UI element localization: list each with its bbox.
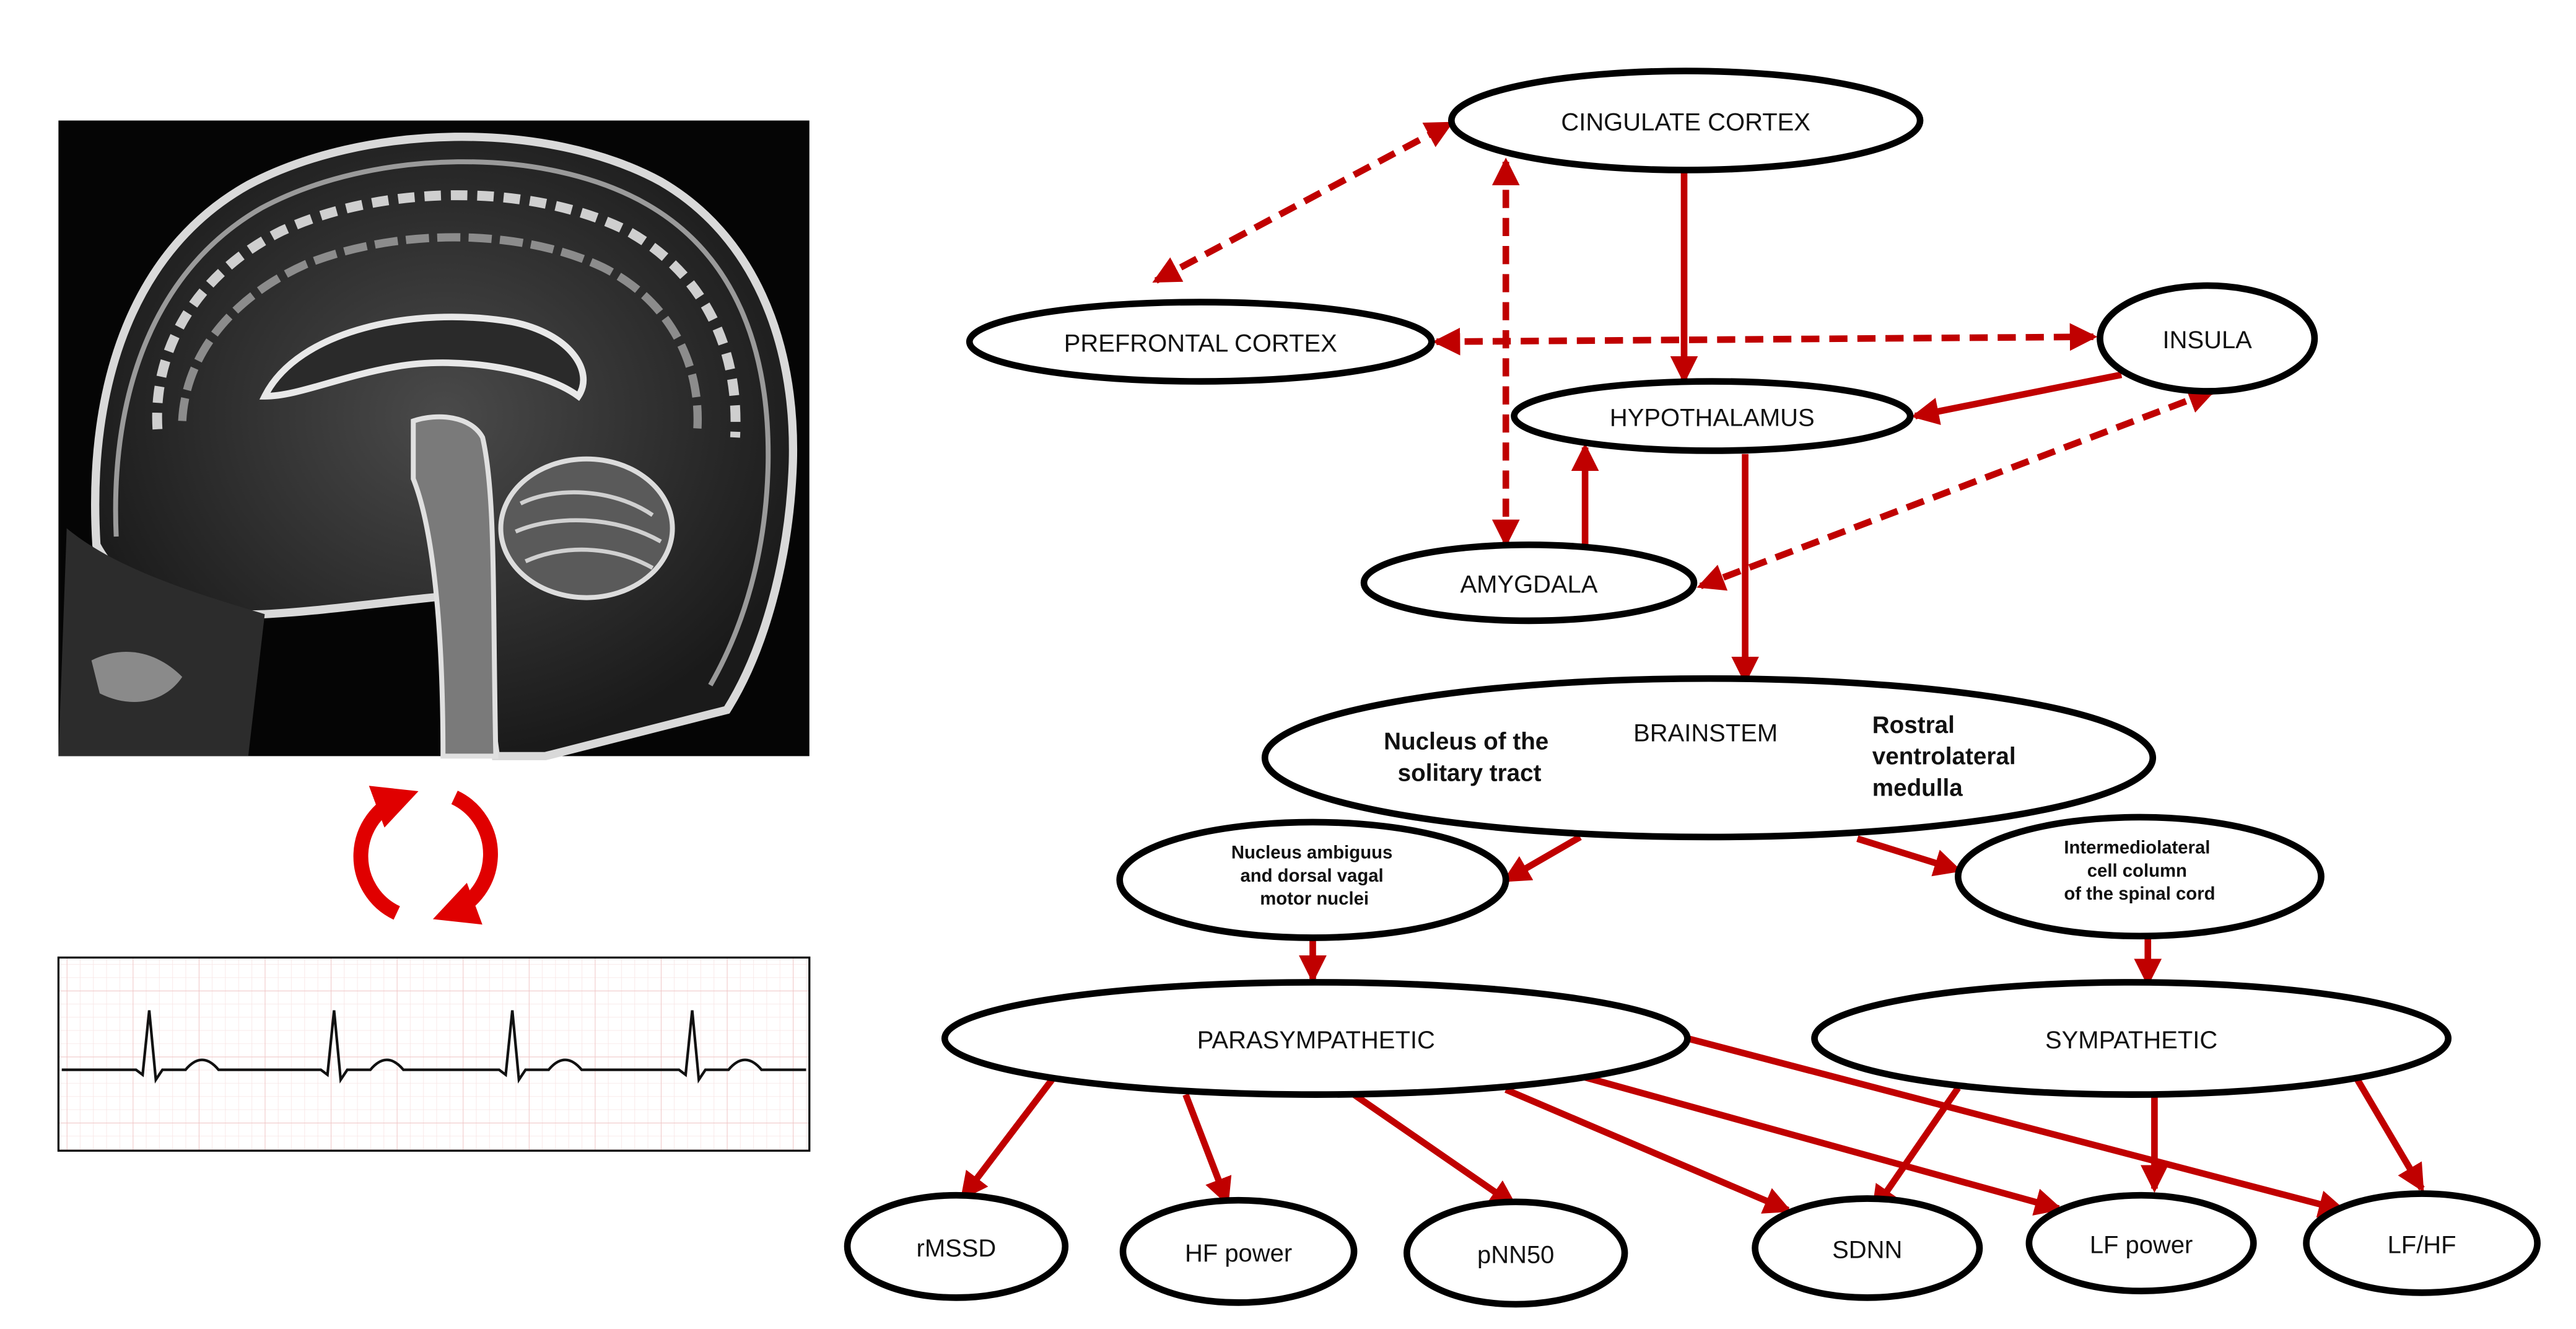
- label-pnn50: pNN50: [1477, 1241, 1554, 1268]
- node-cingulate-cortex: [1447, 68, 1924, 173]
- label-hf-power: HF power: [1185, 1240, 1292, 1267]
- label-iml: Intermediolateral cell column of the spi…: [2064, 838, 2215, 905]
- node-hf-power: [1119, 1196, 1358, 1306]
- ecg-waveform: [61, 1010, 806, 1084]
- arrow-insula-amygdala: [1696, 387, 2216, 591]
- label-lf-power: LF power: [2090, 1231, 2193, 1258]
- label-nucleus-ambiguus: Nucleus ambiguus and dorsal vagal motor …: [1231, 843, 1398, 910]
- node-amygdala: [1360, 541, 1698, 625]
- node-sdnn: [1752, 1195, 1983, 1301]
- arrow-prefrontal-cingulate: [1152, 121, 1454, 284]
- label-rmssd: rMSSD: [917, 1235, 997, 1262]
- arrow-para-sdnn: [1504, 1086, 1792, 1214]
- label-cingulate-cortex: CINGULATE CORTEX: [1561, 109, 1810, 136]
- node-sympathetic: [1811, 979, 2452, 1098]
- node-brainstem: [1261, 675, 2157, 841]
- label-prefrontal-cortex: PREFRONTAL CORTEX: [1064, 330, 1337, 357]
- arrow-para-lf: [1581, 1073, 2063, 1216]
- label-parasympathetic: PARASYMPATHETIC: [1197, 1027, 1435, 1054]
- node-insula: [2097, 282, 2318, 395]
- mri-brain-image: [58, 120, 810, 761]
- arrow-para-pnn50: [1352, 1092, 1518, 1208]
- node-nucleus-ambiguus: [1116, 818, 1509, 941]
- arrow-para-hf: [1182, 1093, 1232, 1206]
- node-lf-power: [2025, 1191, 2257, 1295]
- arrow-brainstem-nucleus-ambiguus: [1502, 834, 1582, 883]
- circular-arrows-icon: [353, 786, 498, 925]
- arrow-symp-lfhf: [2354, 1077, 2425, 1193]
- ecg-trace-strip: [57, 956, 811, 1152]
- connection-arrows: [960, 121, 2425, 1218]
- node-labels: CINGULATE CORTEX PREFRONTAL CORTEX INSUL…: [917, 109, 2456, 1269]
- arrow-para-rmssd: [960, 1077, 1055, 1201]
- label-nts: Nucleus of the solitary tract: [1384, 729, 1555, 787]
- label-sdnn: SDNN: [1832, 1236, 1902, 1263]
- node-hypothalamus: [1511, 378, 1914, 454]
- node-rmssd: [844, 1191, 1069, 1301]
- diagram-nodes: [844, 68, 2541, 1308]
- arrow-insula-hypothalamus: [1911, 371, 2123, 425]
- label-hypothalamus: HYPOTHALAMUS: [1610, 404, 1815, 431]
- label-rvlm: Rostral ventrolateral medulla: [1872, 712, 2023, 801]
- arrow-prefrontal-insula: [1432, 323, 2098, 356]
- label-brainstem: BRAINSTEM: [1633, 719, 1778, 747]
- arrow-brainstem-iml: [1856, 835, 1962, 877]
- node-parasympathetic: [941, 979, 1691, 1098]
- label-insula: INSULA: [2163, 327, 2253, 354]
- node-pnn50: [1404, 1198, 1628, 1308]
- node-iml: [1954, 814, 2325, 940]
- arrow-para-lfhf: [1686, 1035, 2347, 1218]
- label-sympathetic: SYMPATHETIC: [2045, 1027, 2217, 1054]
- node-lf-hf: [2303, 1190, 2541, 1296]
- label-lf-hf: LF/HF: [2388, 1231, 2456, 1258]
- label-amygdala: AMYGDALA: [1460, 571, 1598, 599]
- node-prefrontal-cortex: [966, 299, 1435, 385]
- arrow-symp-sdnn: [1871, 1086, 1961, 1214]
